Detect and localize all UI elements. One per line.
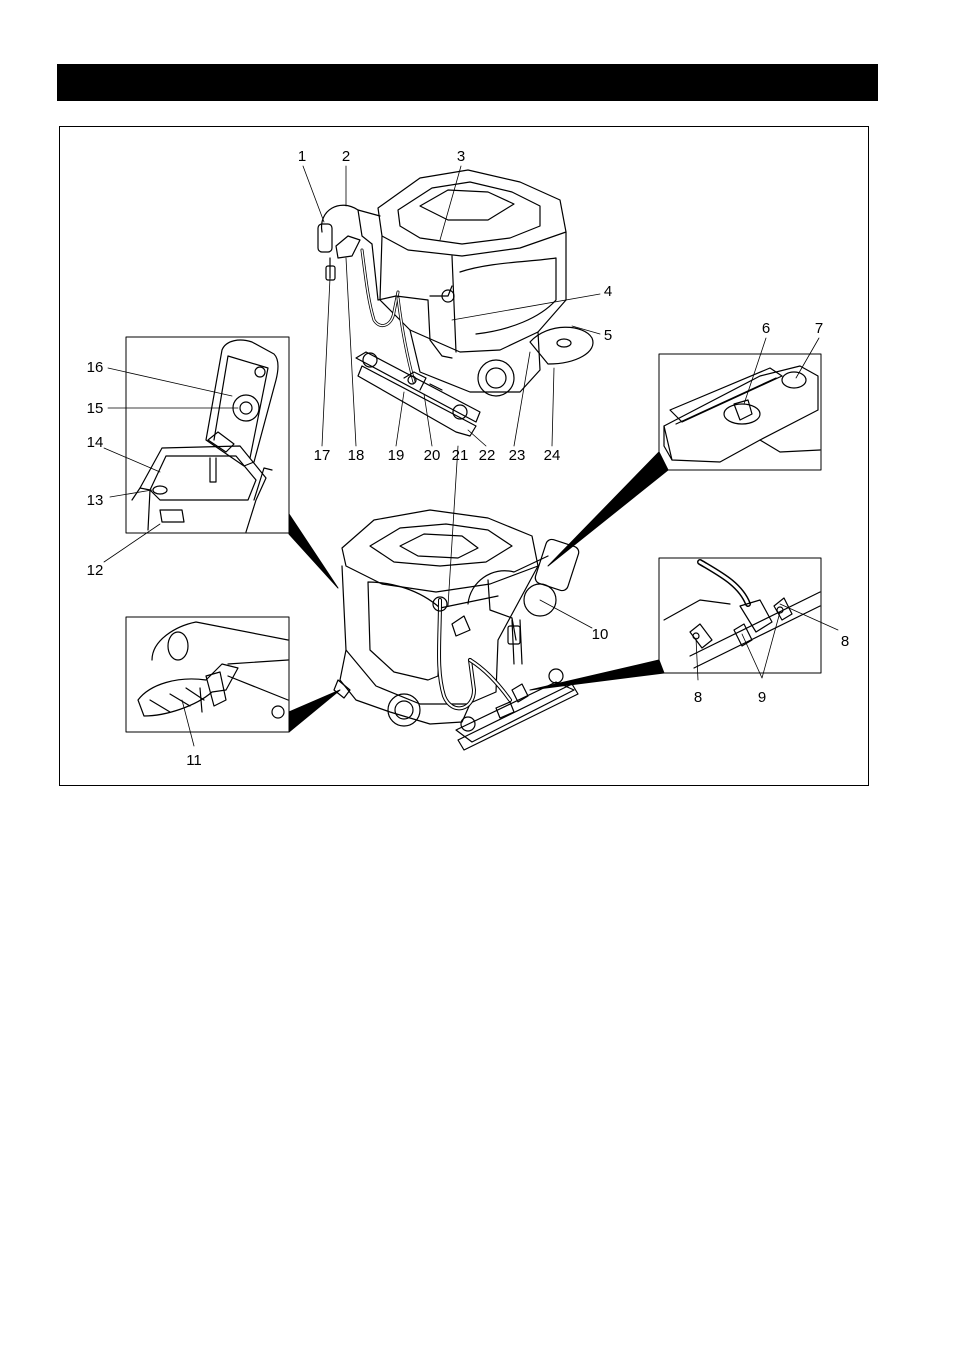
callout-label: 21 xyxy=(452,447,469,464)
callout-label: 15 xyxy=(87,400,104,417)
inset-open-tank xyxy=(126,337,289,533)
inset-connectors xyxy=(289,452,668,732)
callout-label: 19 xyxy=(388,447,405,464)
callout-label: 20 xyxy=(424,447,441,464)
callout-label: 7 xyxy=(815,320,823,337)
callout-label: 10 xyxy=(592,626,609,643)
callout-label: 3 xyxy=(457,148,465,165)
inset-pedal xyxy=(126,617,289,732)
callout-label: 16 xyxy=(87,359,104,376)
callout-label: 13 xyxy=(87,492,104,509)
callout-label: 5 xyxy=(604,327,612,344)
callout-label: 24 xyxy=(544,447,561,464)
callout-label: 1 xyxy=(298,148,306,165)
callout-label: 23 xyxy=(509,447,526,464)
inset-squeegee-joint xyxy=(659,558,821,673)
callout-label: 17 xyxy=(314,447,331,464)
callout-label: 9 xyxy=(758,689,766,706)
bottom-machine-drawing xyxy=(334,510,580,750)
inset-lid-valve xyxy=(659,354,821,470)
callout-label: 8 xyxy=(841,633,849,650)
callout-label: 6 xyxy=(762,320,770,337)
callout-label: 18 xyxy=(348,447,365,464)
callout-label: 11 xyxy=(186,752,202,769)
callout-label: 4 xyxy=(604,283,612,300)
callout-label: 8 xyxy=(694,689,702,706)
callout-label: 2 xyxy=(342,148,350,165)
top-machine-drawing xyxy=(318,170,593,436)
callout-label: 12 xyxy=(87,562,104,579)
callout-label: 22 xyxy=(479,447,496,464)
callout-label: 14 xyxy=(87,434,104,451)
callout-labels: 1 2 3 4 5 6 7 8 8 9 10 11 12 13 14 15 16… xyxy=(87,148,850,769)
